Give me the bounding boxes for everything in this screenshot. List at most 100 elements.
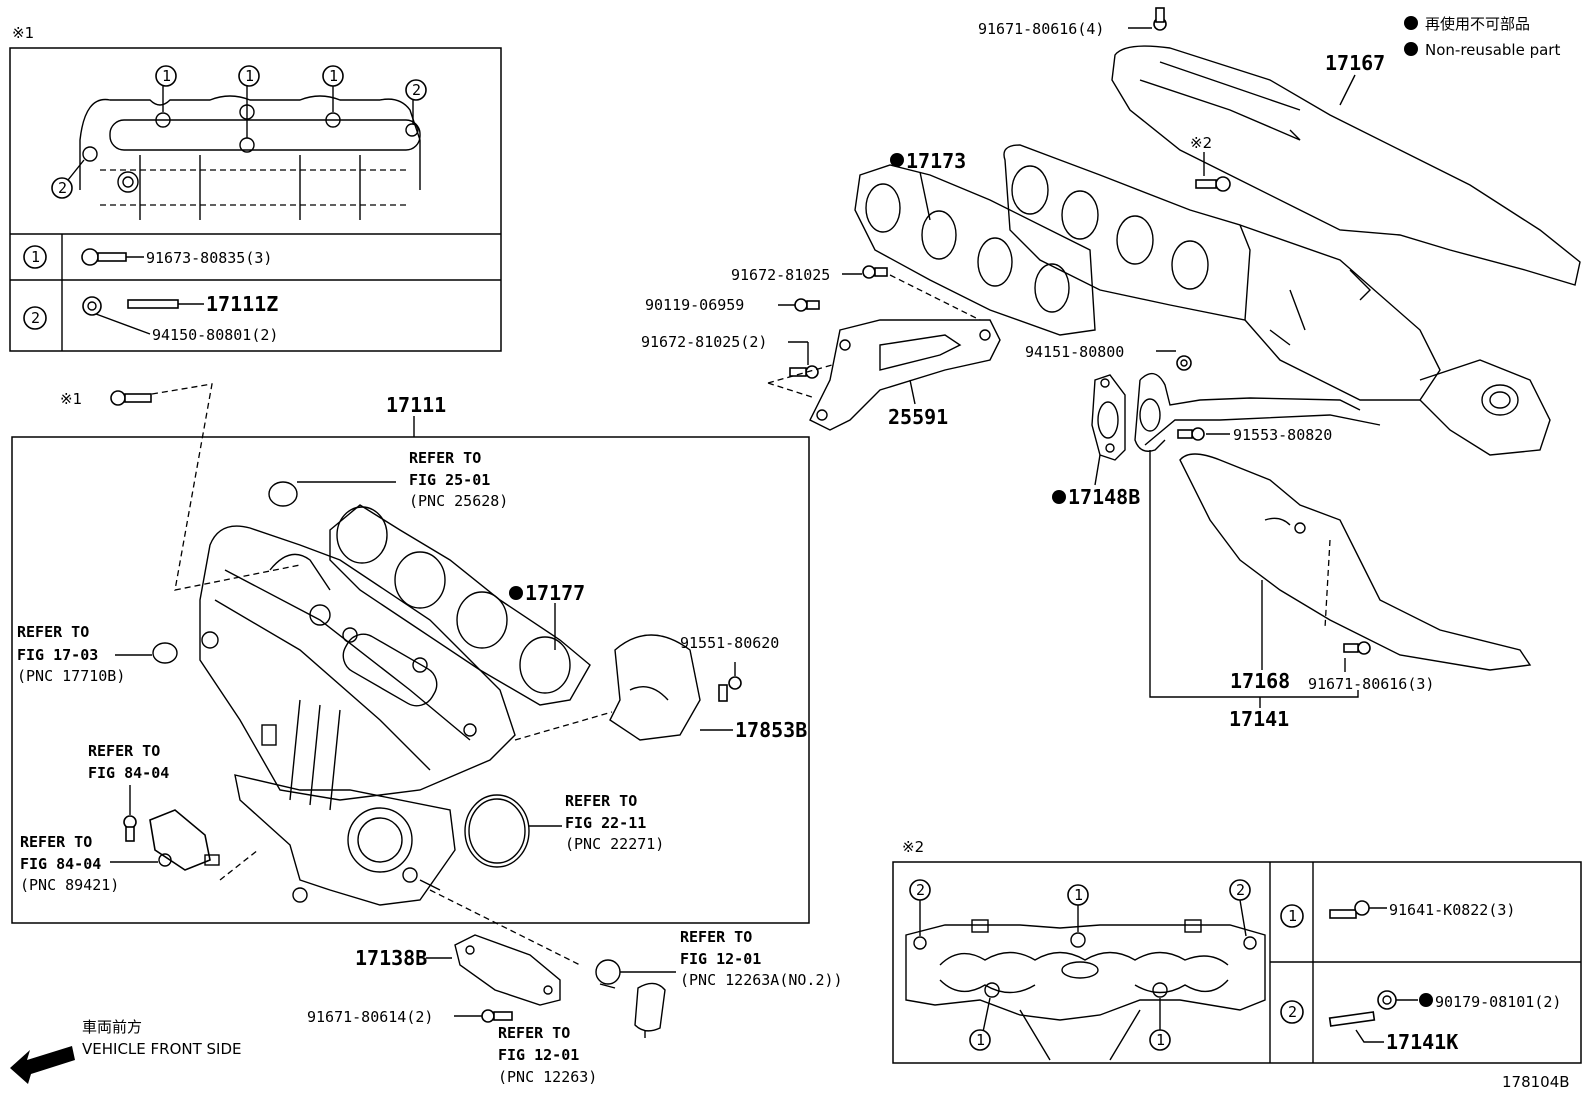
arrow-left-icon	[10, 1046, 75, 1084]
callout-circle-1: 1	[155, 65, 177, 87]
part-25591[interactable]: 25591	[888, 405, 948, 429]
svg-text:2: 2	[916, 881, 925, 899]
part-17853B[interactable]: 17853B	[735, 718, 807, 742]
ref-fig-25-01[interactable]: FIG 25-01	[409, 471, 490, 489]
part-91551-80620[interactable]: 91551-80620	[680, 634, 779, 652]
part-91641-K0822[interactable]: 91641-K0822(3)	[1389, 901, 1515, 919]
part-90119-06959[interactable]: 90119-06959	[645, 296, 744, 314]
bolt-icon	[1329, 900, 1370, 919]
ref-pnc-12263A: (PNC 12263A(NO.2))	[680, 971, 843, 989]
bolt-icon	[1177, 427, 1205, 441]
part-91671-80614[interactable]: 91671-80614(2)	[307, 1008, 433, 1026]
ref-fig-22-11[interactable]: FIG 22-11	[565, 814, 646, 832]
ref-pnc-17710B: (PNC 17710B)	[17, 667, 125, 685]
bolt-icon	[1343, 641, 1371, 655]
svg-text:1: 1	[245, 67, 254, 85]
ref-fig-84-04[interactable]: FIG 84-04	[20, 855, 101, 873]
bolt-icon	[81, 248, 127, 266]
refer-to: REFER TO	[565, 792, 637, 810]
bolt-icon	[123, 815, 137, 842]
refer-to: REFER TO	[88, 742, 160, 760]
stud-icon	[127, 299, 179, 309]
part-17148B[interactable]: 17148B	[1068, 485, 1140, 509]
refer-to: REFER TO	[680, 928, 752, 946]
detail-1-panel: ※1 1	[9, 24, 502, 352]
bolt-icon	[794, 298, 820, 312]
legend-jp: 再使用不可部品	[1425, 15, 1530, 33]
non-reusable-dot-icon	[1404, 42, 1418, 56]
part-17141[interactable]: 17141	[1229, 707, 1289, 731]
part-17138B[interactable]: 17138B	[355, 946, 427, 970]
svg-text:2: 2	[1236, 881, 1245, 899]
ref-pnc-22271: (PNC 22271)	[565, 835, 664, 853]
part-94151-80800[interactable]: 94151-80800	[1025, 343, 1124, 361]
part-90179-08101[interactable]: 90179-08101(2)	[1435, 993, 1561, 1011]
svg-text:2: 2	[31, 309, 40, 327]
intake-flange-sketch	[67, 84, 421, 220]
front-jp: 車両前方	[82, 1018, 142, 1036]
bolt-icon	[718, 676, 742, 702]
legend-en: Non-reusable part	[1425, 41, 1560, 59]
refer-to: REFER TO	[20, 833, 92, 851]
ref-fig-17-03[interactable]: FIG 17-03	[17, 646, 98, 664]
svg-text:2: 2	[1288, 1003, 1297, 1021]
ref-pnc-25628: (PNC 25628)	[409, 492, 508, 510]
part-17141K[interactable]: 17141K	[1386, 1030, 1458, 1054]
non-reusable-dot-icon	[1052, 490, 1066, 504]
svg-text:1: 1	[1074, 886, 1083, 904]
svg-text:1: 1	[329, 67, 338, 85]
detail-2-title: ※2	[902, 838, 924, 856]
ref-fig-12-01[interactable]: FIG 12-01	[680, 950, 761, 968]
front-en: VEHICLE FRONT SIDE	[82, 1040, 242, 1058]
part-17177[interactable]: 17177	[525, 581, 585, 605]
callout-circle-1: 1	[322, 65, 344, 87]
hose-clamp-icon	[595, 959, 621, 989]
detail-1-title: ※1	[12, 24, 34, 42]
drawing-code: 178104B	[1502, 1073, 1570, 1091]
part-91671-80616-4[interactable]: 91671-80616(4)	[978, 20, 1104, 38]
callout-circle-1: 1	[1067, 884, 1089, 906]
part-17173[interactable]: 17173	[906, 149, 966, 173]
non-reusable-dot-icon	[1419, 993, 1433, 1007]
hose-icon	[634, 982, 666, 1032]
part-17168[interactable]: 17168	[1230, 669, 1290, 693]
intake-manifold-group: ※1 17111 REFER TO FIG 25-01 (PNC 25628)	[11, 383, 843, 1086]
ref-pnc-89421: (PNC 89421)	[20, 876, 119, 894]
part-17111[interactable]: 17111	[386, 393, 446, 417]
bolt-icon	[1195, 176, 1231, 192]
bolt-icon	[862, 265, 888, 279]
callout-circle-1: 1	[238, 65, 260, 87]
svg-text:2: 2	[58, 179, 67, 197]
ref-fig-12-01[interactable]: FIG 12-01	[498, 1046, 579, 1064]
ref-fig-84-04[interactable]: FIG 84-04	[88, 764, 169, 782]
nut-icon	[1377, 990, 1397, 1010]
refer-to: REFER TO	[17, 623, 89, 641]
vehicle-front-indicator: 車両前方 VEHICLE FRONT SIDE	[10, 1018, 242, 1084]
ref-pnc-12263: (PNC 12263)	[498, 1068, 597, 1086]
part-17111Z[interactable]: 17111Z	[206, 292, 278, 316]
bolt-icon	[1153, 7, 1167, 31]
callout-circle-1: 1	[1149, 1029, 1171, 1051]
refer-to: REFER TO	[498, 1024, 570, 1042]
legend: 再使用不可部品 Non-reusable part	[1404, 15, 1560, 59]
part-91672-81025[interactable]: 91672-81025	[731, 266, 830, 284]
svg-text:2: 2	[412, 81, 421, 99]
part-91672-81025-2[interactable]: 91672-81025(2)	[641, 333, 767, 351]
ref-mark-1: ※1	[60, 390, 82, 408]
exhaust-flange-sketch	[905, 899, 1266, 1061]
svg-text:1: 1	[1156, 1031, 1165, 1049]
part-94150-80801[interactable]: 94150-80801(2)	[152, 326, 278, 344]
bolt-icon	[110, 390, 152, 406]
bolt-icon	[481, 1009, 513, 1023]
intake-gasket	[329, 504, 591, 706]
refer-to: REFER TO	[409, 449, 481, 467]
part-91673-80835[interactable]: 91673-80835(3)	[146, 249, 272, 267]
nut-icon	[82, 296, 102, 316]
part-91671-80616-3[interactable]: 91671-80616(3)	[1308, 675, 1434, 693]
part-91553-80820[interactable]: 91553-80820	[1233, 426, 1332, 444]
part-17167[interactable]: 17167	[1325, 51, 1385, 75]
svg-text:1: 1	[31, 248, 40, 266]
nut-icon	[1176, 355, 1192, 371]
exhaust-manifold-group: 91671-80616(4) 17167 ※2 1	[641, 7, 1581, 731]
